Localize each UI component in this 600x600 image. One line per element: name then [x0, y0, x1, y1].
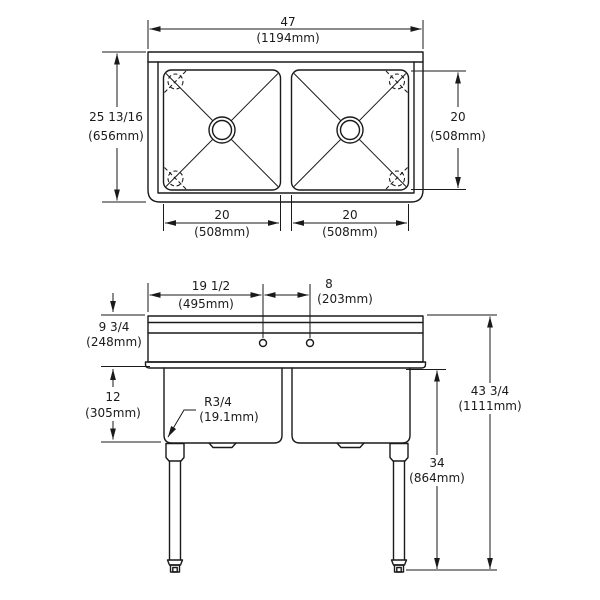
dim-top-overall-depth: 25 13/16 (656mm) [85, 51, 147, 203]
sink-top-outline [147, 51, 424, 203]
dim-splash-height-metric: (248mm) [86, 335, 142, 349]
dim-bowl-depth-metric: (508mm) [430, 129, 486, 143]
dim-right-bowl-width-metric: (508mm) [322, 225, 378, 239]
faucet-hole-right-icon [305, 338, 315, 348]
left-bowl-corner-details [164, 70, 187, 190]
right-bowl-top [290, 69, 410, 191]
dim-faucet-spacing-metric: (203mm) [317, 292, 373, 306]
right-bowl-corner-details [385, 70, 408, 190]
dim-overall-height-value: 43 3/4 [471, 384, 509, 398]
dim-top-left-bowl-width: 20 (508mm) [163, 195, 281, 239]
dim-top-right-bowl-width: 20 (508mm) [291, 195, 409, 239]
sink-front-body [144, 315, 427, 369]
dim-splash-height-value: 9 3/4 [99, 320, 130, 334]
leader-corner-radius: R3/4 (19.1mm) [167, 395, 259, 438]
dim-bowl-depth-value: 20 [450, 110, 465, 124]
right-leg [389, 442, 409, 573]
dim-left-bowl-width-metric: (508mm) [194, 225, 250, 239]
dim-top-overall-width: 47 (1194mm) [147, 15, 424, 49]
dim-underside-to-floor-value: 34 [429, 456, 444, 470]
dim-front-faucet-spacing: 8 (203mm) [264, 277, 373, 306]
left-foot [169, 564, 181, 573]
dim-faucet-offset-value: 19 1/2 [192, 279, 230, 293]
dim-corner-radius-value: R3/4 [204, 395, 232, 409]
rolled-rim [144, 361, 427, 369]
dim-faucet-spacing-value: 8 [325, 277, 333, 291]
dim-bowl-depth-front-metric: (305mm) [85, 406, 141, 420]
dim-front-overall-height: 43 3/4 (1111mm) [427, 314, 523, 569]
dim-overall-height-metric: (1111mm) [458, 399, 521, 413]
dim-bowl-depth-front-value: 12 [105, 390, 120, 404]
dim-overall-depth-value: 25 13/16 [89, 110, 143, 124]
dim-faucet-offset-metric: (495mm) [178, 297, 234, 311]
right-drain-fitting [336, 442, 365, 449]
dim-overall-depth-metric: (656mm) [88, 129, 144, 143]
dim-front-bowl-depth: 12 (305mm) [85, 369, 161, 443]
bowls-front [163, 367, 411, 449]
dim-right-bowl-width-value: 20 [342, 208, 357, 222]
left-drain-fitting [208, 442, 237, 449]
dim-corner-radius-metric: (19.1mm) [199, 410, 258, 424]
left-bowl-top [162, 69, 282, 191]
right-foot [393, 564, 405, 573]
dim-overall-width-value: 47 [280, 15, 295, 29]
dim-front-faucet-offset: 19 1/2 (495mm) [147, 279, 262, 312]
dim-left-bowl-width-value: 20 [214, 208, 229, 222]
dim-front-underside-to-floor: 34 (864mm) [406, 369, 465, 569]
dim-underside-to-floor-metric: (864mm) [409, 471, 465, 485]
dim-top-bowl-depth: 20 (508mm) [411, 70, 487, 190]
dim-overall-width-metric: (1194mm) [256, 31, 319, 45]
front-view: 19 1/2 (495mm) 8 (203mm) 9 3/4 (248mm) 1… [85, 277, 523, 573]
dim-front-splash-height: 9 3/4 (248mm) [86, 293, 150, 367]
left-leg [165, 442, 185, 573]
faucet-hole-centerlines [262, 284, 311, 338]
faucet-hole-left-icon [258, 338, 268, 348]
top-view: 47 (1194mm) 25 13/16 (656mm) 20 (508mm) … [85, 15, 487, 239]
